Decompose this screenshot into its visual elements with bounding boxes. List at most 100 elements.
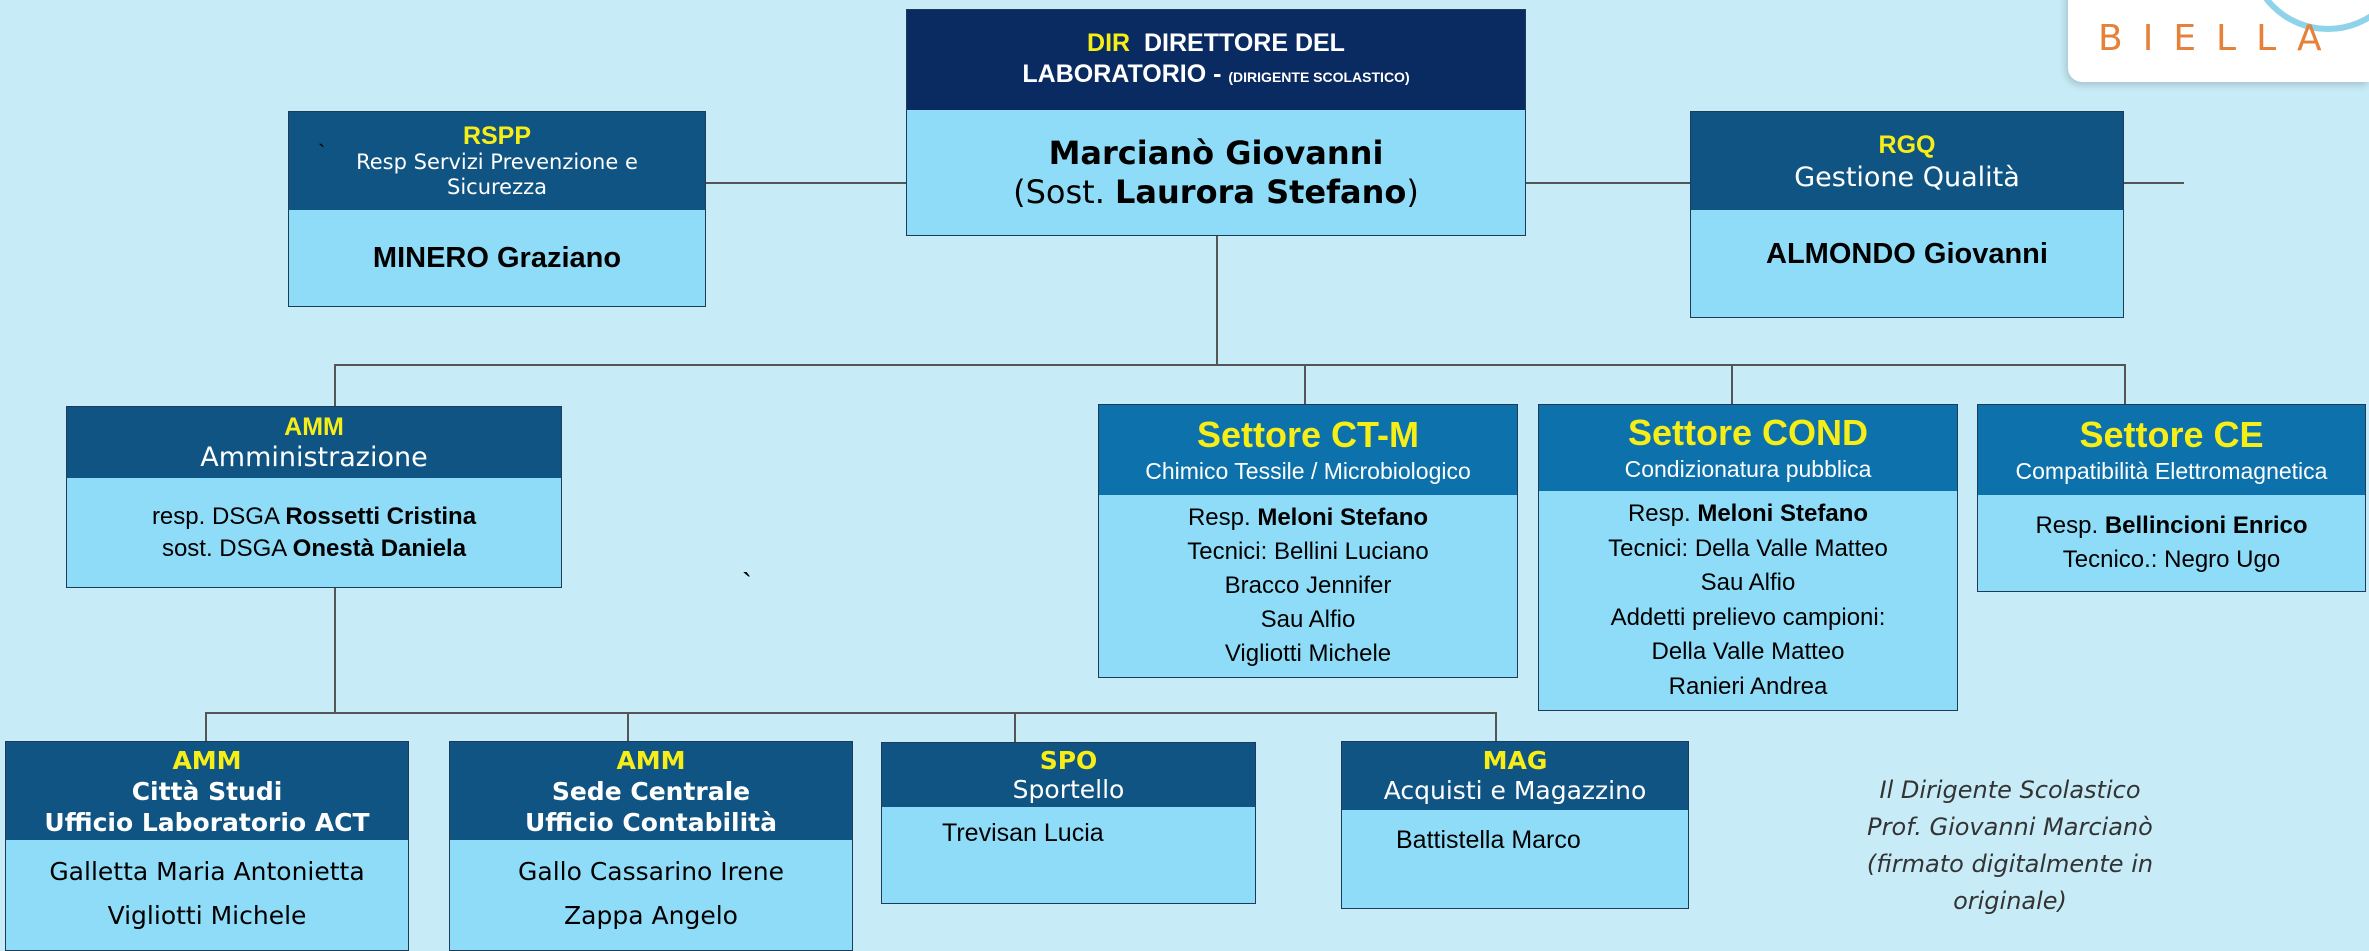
signature-line3: (firmato digitalmente in originale) bbox=[1866, 850, 2154, 915]
director-box: DIR DIRETTORE DEL LABORATORIO - (DIRIGEN… bbox=[906, 9, 1526, 236]
amm-cont-title-line2: Ufficio Contabilità bbox=[524, 807, 777, 837]
amm-resp-name: Rossetti Cristina bbox=[285, 502, 477, 530]
logo: BIELLA bbox=[2068, 0, 2369, 82]
amm-act-box: AMM Città Studi Ufficio Laboratorio ACT … bbox=[5, 741, 409, 951]
cond-line: Ranieri Andrea bbox=[1668, 672, 1828, 700]
amm-cont-box: AMM Sede Centrale Ufficio Contabilità Ga… bbox=[449, 741, 853, 951]
ctm-resp-name: Meloni Stefano bbox=[1257, 504, 1429, 531]
amm-code: AMM bbox=[284, 412, 344, 441]
rspp-title-line2: Sicurezza bbox=[446, 175, 548, 199]
ctm-resp-prefix: Resp. bbox=[1187, 504, 1258, 531]
ce-subtitle: Compatibilità Elettromagnetica bbox=[2015, 458, 2328, 484]
amm-act-line: Vigliotti Michele bbox=[107, 901, 307, 930]
cond-body: Resp. Meloni Stefano Tecnici: Della Vall… bbox=[1539, 491, 1957, 710]
director-title-note: (DIRIGENTE SCOLASTICO) bbox=[1228, 68, 1410, 85]
rgq-title: Gestione Qualità bbox=[1794, 161, 2020, 193]
amm-cont-line: Gallo Cassarino Irene bbox=[518, 857, 784, 886]
mag-header: MAG Acquisti e Magazzino bbox=[1342, 742, 1688, 811]
amm-title: Amministrazione bbox=[200, 441, 428, 473]
amm-cont-code: AMM bbox=[616, 745, 686, 775]
amm-box: AMM Amministrazione resp. DSGA Rossetti … bbox=[66, 406, 562, 588]
spo-box: SPO Sportello Trevisan Lucia bbox=[881, 742, 1256, 904]
director-name: Marcianò Giovanni bbox=[1048, 133, 1384, 172]
spo-title: Sportello bbox=[1012, 775, 1125, 804]
amm-act-code: AMM bbox=[172, 745, 242, 775]
ctm-header: Settore CT-M Chimico Tessile / Microbiol… bbox=[1099, 405, 1517, 496]
signature-line1: Il Dirigente Scolastico bbox=[1879, 776, 2141, 804]
rspp-title-line1: Resp Servizi Prevenzione e bbox=[356, 150, 638, 174]
connector-sectors-bus bbox=[334, 364, 2125, 366]
ce-box: Settore CE Compatibilità Elettromagnetic… bbox=[1977, 404, 2366, 592]
director-title-line1: DIRETTORE DEL bbox=[1144, 28, 1345, 57]
connector-cont-up bbox=[627, 712, 629, 742]
amm-sost-name: Onestà Daniela bbox=[292, 534, 467, 562]
signature: Il Dirigente Scolastico Prof. Giovanni M… bbox=[1840, 772, 2180, 920]
rspp-name: MINERO Graziano bbox=[372, 241, 622, 274]
mag-title: Acquisti e Magazzino bbox=[1383, 776, 1647, 805]
amm-act-title-line2: Ufficio Laboratorio ACT bbox=[44, 807, 370, 837]
rspp-body: MINERO Graziano bbox=[289, 210, 705, 306]
ctm-line: Vigliotti Michele bbox=[1224, 640, 1392, 667]
cond-resp-prefix: Resp. bbox=[1627, 500, 1698, 527]
rgq-name: ALMONDO Giovanni bbox=[1766, 238, 2048, 270]
amm-line2-prefix: sost. DSGA bbox=[161, 534, 293, 562]
connector-dir-down bbox=[1216, 235, 1218, 365]
ce-body: Resp. Bellincioni Enrico Tecnico.: Negro… bbox=[1978, 495, 2365, 591]
cond-header: Settore COND Condizionatura pubblica bbox=[1539, 405, 1957, 492]
ce-title: Settore CE bbox=[2079, 414, 2264, 455]
mag-name: Battistella Marco bbox=[1396, 826, 1581, 854]
ce-header: Settore CE Compatibilità Elettromagnetic… bbox=[1978, 405, 2365, 496]
amm-cont-header: AMM Sede Centrale Ufficio Contabilità bbox=[450, 742, 852, 841]
connector-rspp-dir bbox=[704, 182, 907, 184]
rgq-header: RGQ Gestione Qualità bbox=[1691, 112, 2123, 211]
ctm-body: Resp. Meloni Stefano Tecnici: Bellini Lu… bbox=[1099, 495, 1517, 677]
mag-box: MAG Acquisti e Magazzino Battistella Mar… bbox=[1341, 741, 1689, 909]
logo-text: BIELLA bbox=[2098, 18, 2342, 59]
connector-amm-down bbox=[334, 588, 336, 713]
cond-box: Settore COND Condizionatura pubblica Res… bbox=[1538, 404, 1958, 711]
spo-code: SPO bbox=[1039, 746, 1098, 775]
spo-header: SPO Sportello bbox=[882, 743, 1255, 808]
spo-name: Trevisan Lucia bbox=[942, 819, 1104, 847]
connector-ce-up bbox=[2124, 364, 2126, 404]
rgq-body: ALMONDO Giovanni bbox=[1691, 210, 2123, 317]
connector-ctm-up bbox=[1304, 364, 1306, 404]
director-header: DIR DIRETTORE DEL LABORATORIO - (DIRIGEN… bbox=[907, 10, 1525, 111]
rspp-header: RSPP Resp Servizi Prevenzione e Sicurezz… bbox=[289, 112, 705, 211]
cond-resp-name: Meloni Stefano bbox=[1697, 500, 1869, 527]
ce-resp-prefix: Resp. bbox=[2035, 512, 2105, 539]
ctm-line: Sau Alfio bbox=[1260, 606, 1356, 633]
amm-line1-prefix: resp. DSGA bbox=[151, 502, 286, 530]
amm-cont-line: Zappa Angelo bbox=[564, 901, 738, 930]
rgq-code: RGQ bbox=[1878, 130, 1936, 159]
ctm-line: Tecnici: Bellini Luciano bbox=[1187, 538, 1429, 565]
rgq-box: RGQ Gestione Qualità ALMONDO Giovanni bbox=[1690, 111, 2124, 318]
director-sub-name: Laurora Stefano bbox=[1115, 172, 1407, 211]
amm-header: AMM Amministrazione bbox=[67, 407, 561, 479]
amm-body: resp. DSGA Rossetti Cristina sost. DSGA … bbox=[67, 478, 561, 587]
ctm-box: Settore CT-M Chimico Tessile / Microbiol… bbox=[1098, 404, 1518, 678]
rspp-box: RSPP Resp Servizi Prevenzione e Sicurezz… bbox=[288, 111, 706, 307]
stray-mark: ` bbox=[742, 568, 752, 601]
connector-offices-bus bbox=[205, 712, 1497, 714]
amm-act-header: AMM Città Studi Ufficio Laboratorio ACT bbox=[6, 742, 408, 841]
director-sub-suffix: ) bbox=[1406, 172, 1419, 211]
director-title-line2: LABORATORIO - bbox=[1022, 59, 1222, 88]
connector-act-up bbox=[205, 712, 207, 742]
amm-cont-body: Gallo Cassarino Irene Zappa Angelo bbox=[450, 840, 852, 950]
connector-rgq-right bbox=[2122, 182, 2184, 184]
amm-cont-title-line1: Sede Centrale bbox=[551, 776, 751, 806]
director-sub-prefix: (Sost. bbox=[1013, 172, 1116, 211]
mag-code: MAG bbox=[1482, 746, 1548, 775]
director-body: Marcianò Giovanni (Sost. Laurora Stefano… bbox=[907, 110, 1525, 235]
cond-title: Settore COND bbox=[1627, 412, 1869, 453]
ctm-line: Bracco Jennifer bbox=[1224, 572, 1392, 599]
connector-amm-up bbox=[334, 364, 336, 407]
cond-line: Tecnici: Della Valle Matteo bbox=[1608, 534, 1888, 562]
director-code: DIR bbox=[1087, 28, 1131, 57]
signature-line2: Prof. Giovanni Marcianò bbox=[1867, 813, 2153, 841]
cond-line: Della Valle Matteo bbox=[1651, 638, 1845, 665]
cond-subtitle: Condizionatura pubblica bbox=[1624, 456, 1872, 482]
ctm-title: Settore CT-M bbox=[1196, 414, 1419, 455]
rspp-code: RSPP bbox=[462, 122, 532, 150]
